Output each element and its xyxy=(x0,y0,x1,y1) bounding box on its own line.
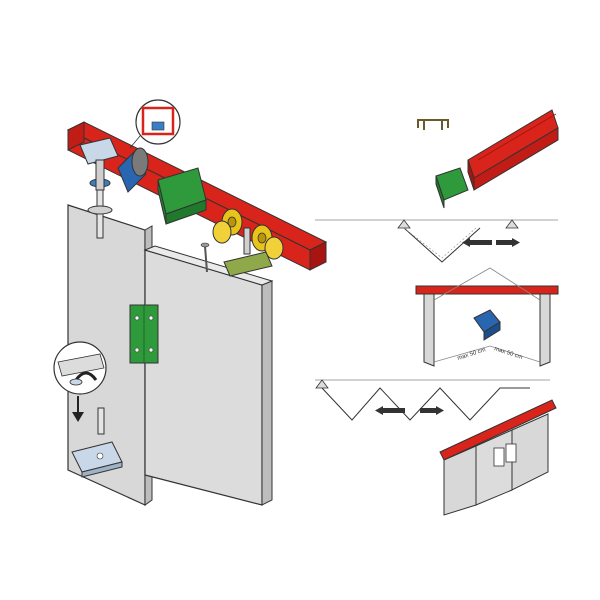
pivot-bracket xyxy=(79,137,119,239)
fold-diagram-v xyxy=(315,219,558,263)
floor-guide xyxy=(71,396,123,478)
roller-carriage xyxy=(212,208,284,277)
corner-installation: max 50 cm max 50 cm xyxy=(415,262,560,367)
arrow-left-2 xyxy=(375,406,405,415)
guide-funnel xyxy=(117,147,149,193)
installed-door-view xyxy=(439,399,557,516)
dimension-label-right: max 50 cm xyxy=(493,346,523,361)
arrow-left xyxy=(462,238,492,247)
main-assembly xyxy=(53,99,328,506)
detail-callout-bottom xyxy=(53,341,107,395)
hinge xyxy=(129,304,159,364)
rail-bracket xyxy=(157,167,207,225)
dimension-label-left: max 50 cm xyxy=(457,347,487,362)
arrow-right-2 xyxy=(420,406,444,415)
arrow-right xyxy=(496,238,520,247)
rail-profile-detail xyxy=(417,109,559,209)
detail-callout-top xyxy=(129,99,181,149)
screw xyxy=(200,242,210,273)
door-panel-right xyxy=(143,245,274,506)
fold-diagram-w xyxy=(315,379,550,421)
